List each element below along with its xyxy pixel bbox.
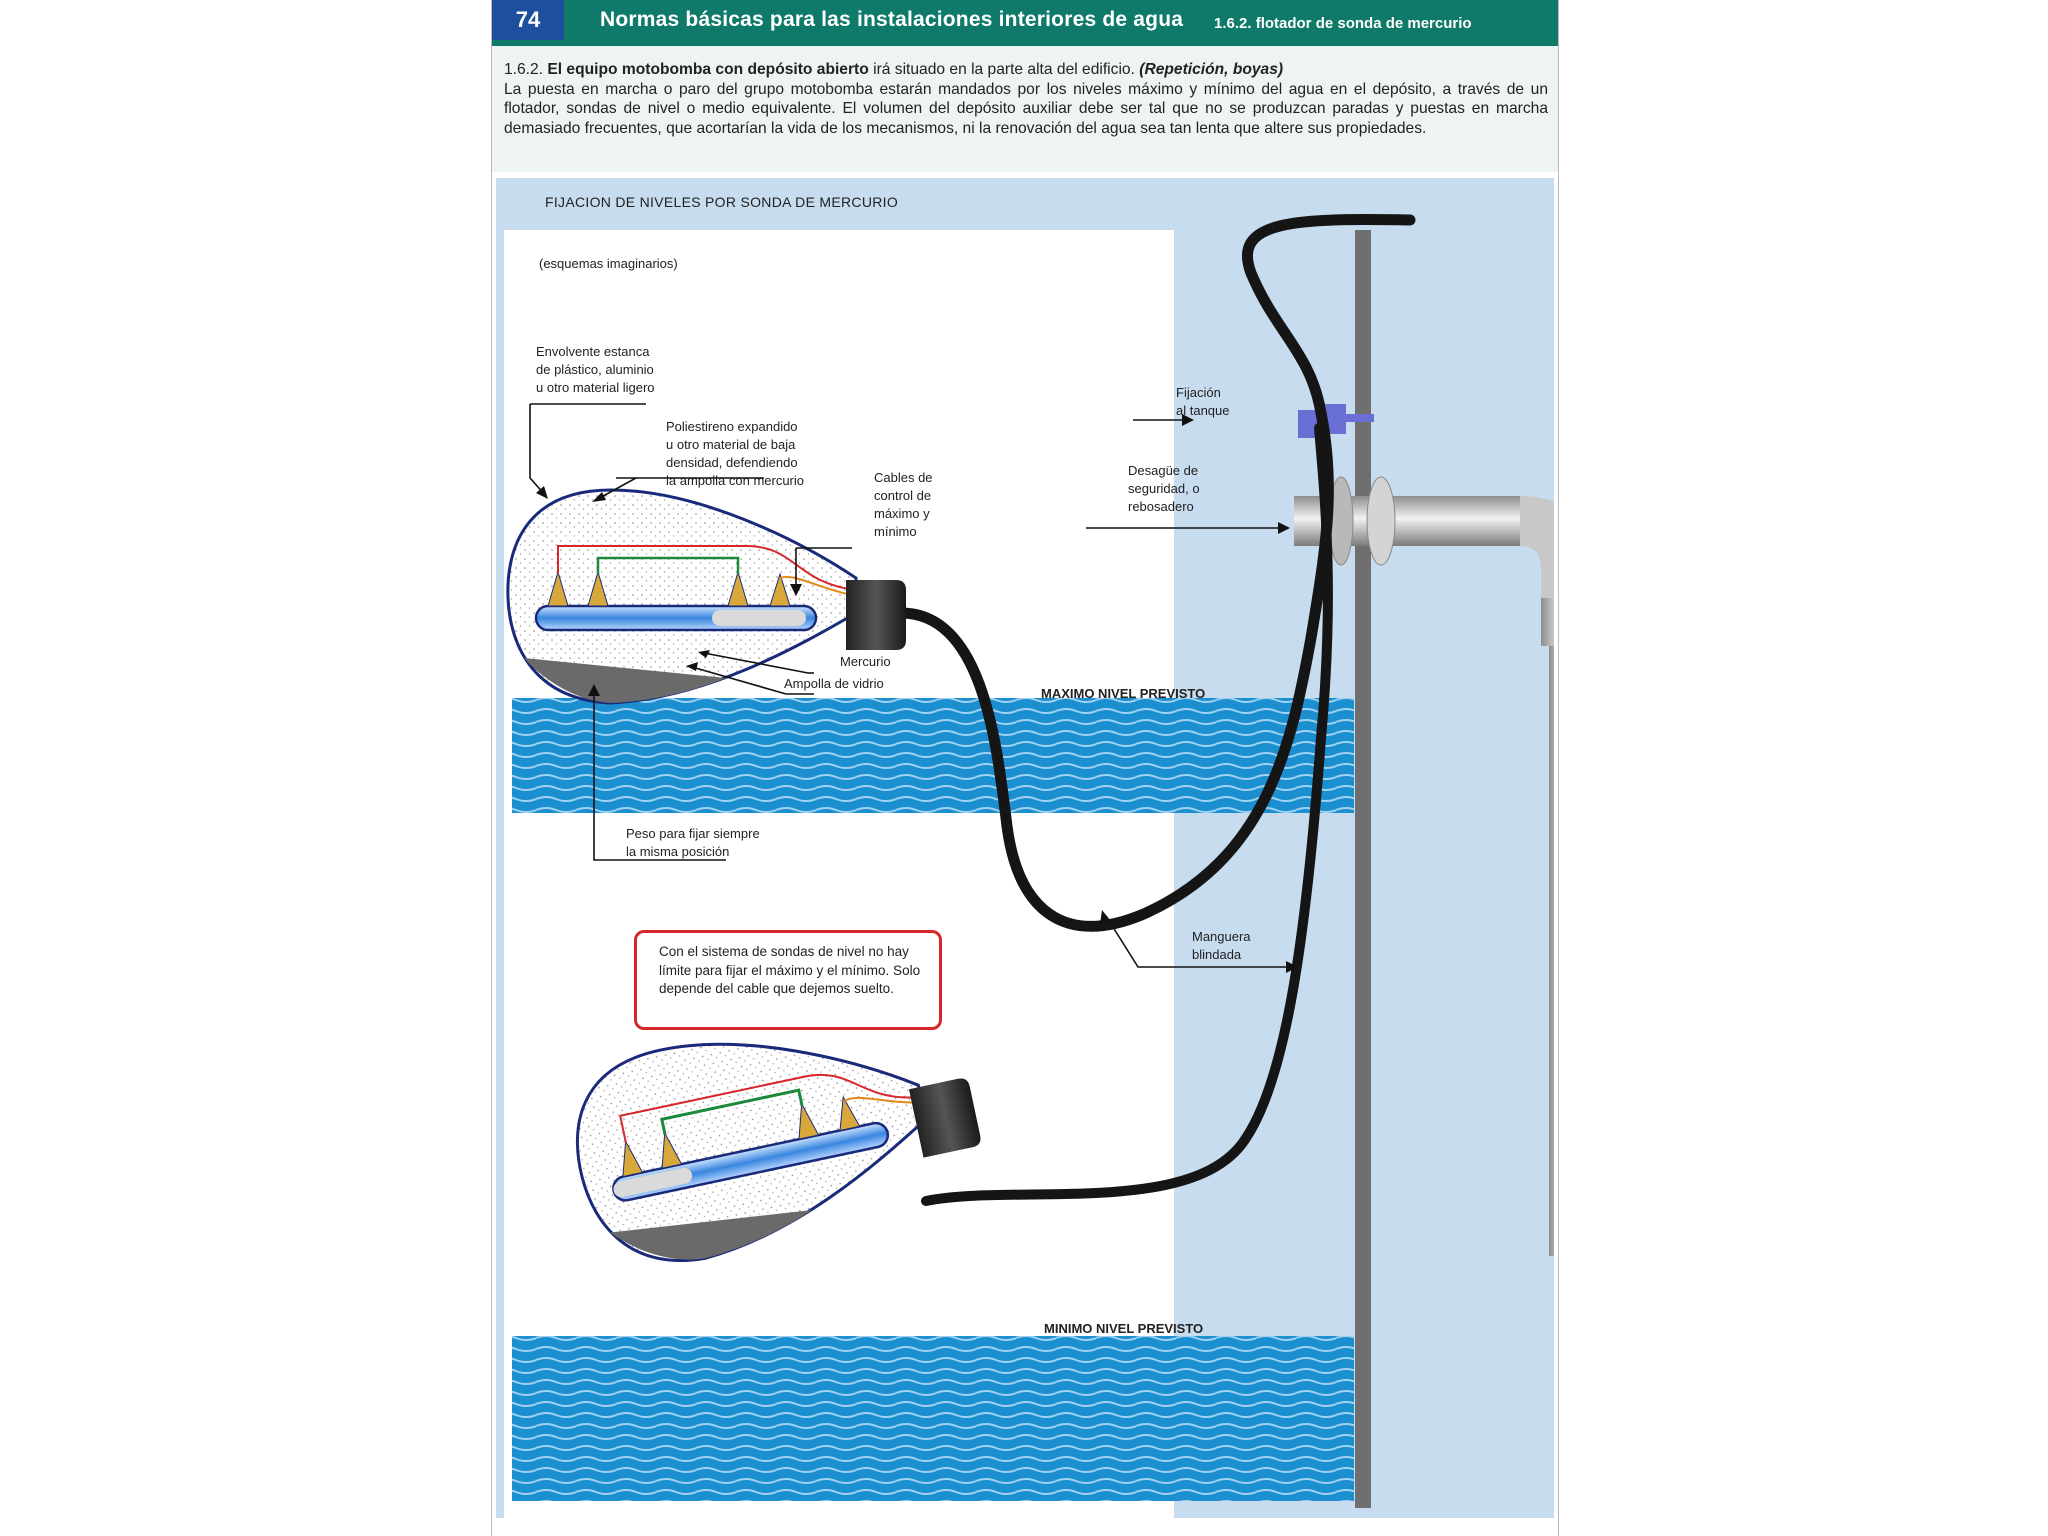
page-title: Normas básicas para las instalaciones in… — [600, 8, 1184, 31]
label-envolvente-2: de plástico, aluminio — [536, 362, 654, 377]
armored-hose-lower — [921, 423, 1333, 1206]
section-title: 1.6.2. flotador de sonda de mercurio — [1214, 15, 1472, 32]
intro-paragraph: 1.6.2. El equipo motobomba con depósito … — [504, 60, 1548, 138]
label-envolvente-3: u otro material ligero — [536, 380, 655, 395]
intro-lead-rest: irá situado en la parte alta del edifici… — [873, 61, 1135, 78]
note-box: Con el sistema de sondas de nivel no hay… — [634, 930, 942, 1030]
label-desague-2: seguridad, o — [1128, 481, 1200, 496]
label-poliestireno-1: Poliestireno expandido — [666, 419, 798, 434]
diagram-panel: FIJACION DE NIVELES POR SONDA DE MERCURI… — [496, 178, 1554, 1518]
label-manguera-1: Manguera — [1192, 929, 1251, 944]
label-cables-2: control de — [874, 488, 931, 503]
label-peso-2: la misma posición — [626, 844, 729, 859]
diagram-canvas: (esquemas imaginarios) Envolvente estanc… — [504, 214, 1554, 1518]
intro-lead-italic: (Repetición, boyas) — [1139, 61, 1284, 78]
label-ampolla: Ampolla de vidrio — [784, 676, 884, 691]
intro-lead-bold: El equipo motobomba con depósito abierto — [547, 61, 869, 78]
note-text: Con el sistema de sondas de nivel no hay… — [659, 944, 921, 996]
label-fijacion-2: al tanque — [1176, 403, 1230, 418]
label-mercurio: Mercurio — [840, 654, 891, 669]
intro-number: 1.6.2. — [504, 61, 544, 78]
intro-body: La puesta en marcha o paro del grupo mot… — [504, 80, 1548, 137]
label-poliestireno-4: la ampolla con mercurio — [666, 473, 804, 488]
label-envolvente-1: Envolvente estanca — [536, 344, 650, 359]
upper-mercury-probe — [506, 488, 906, 705]
lower-mercury-probe — [576, 1042, 981, 1262]
arrowheads — [536, 414, 1298, 973]
page-number: 74 — [492, 0, 564, 40]
label-cables-1: Cables de — [874, 470, 933, 485]
label-desague-3: rebosadero — [1128, 499, 1194, 514]
label-poliestireno-2: u otro material de baja — [666, 437, 796, 452]
figure-title: FIJACION DE NIVELES POR SONDA DE MERCURI… — [545, 194, 899, 210]
page-header: 74 Normas básicas para las instalaciones… — [492, 0, 1558, 46]
label-peso-1: Peso para fijar siempre — [626, 826, 760, 841]
label-poliestireno-3: densidad, defendiendo — [666, 455, 798, 470]
tank-interior — [504, 230, 1174, 1518]
label-manguera-2: blindada — [1192, 947, 1242, 962]
label-cables-3: máximo y — [874, 506, 930, 521]
intro-text-block: 1.6.2. El equipo motobomba con depósito … — [492, 46, 1558, 172]
label-minimo-nivel: MINIMO NIVEL PREVISTO — [1044, 1321, 1203, 1336]
water-max-level — [512, 698, 1354, 813]
figure-subtitle: (esquemas imaginarios) — [539, 256, 678, 271]
label-desague-1: Desagüe de — [1128, 463, 1198, 478]
tank-wall — [1355, 230, 1371, 1508]
armored-hose-upper — [895, 214, 1416, 932]
label-maximo-nivel: MAXIMO NIVEL PREVISTO — [1041, 686, 1205, 701]
label-fijacion-1: Fijación — [1176, 385, 1221, 400]
leader-lines — [529, 403, 1290, 968]
book-page: 74 Normas básicas para las instalaciones… — [491, 0, 1559, 1536]
overflow-pipe — [1294, 476, 1554, 1256]
label-cables-4: mínimo — [874, 524, 917, 539]
water-min-level — [512, 1336, 1354, 1501]
